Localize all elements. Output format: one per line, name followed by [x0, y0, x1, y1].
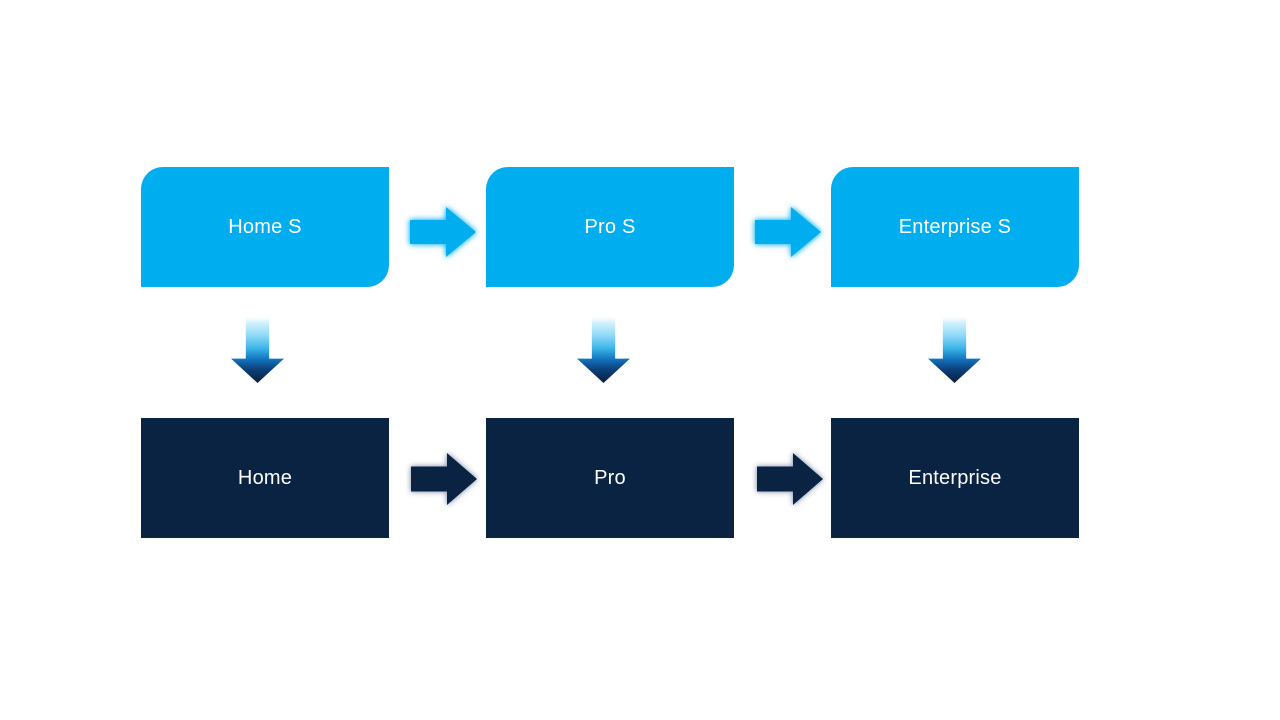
node-enterprise: Enterprise: [831, 418, 1079, 538]
right-arrow-shape: [411, 453, 477, 505]
right-arrow-icon: [411, 453, 477, 505]
node-enterprise-s-label: Enterprise S: [898, 215, 1012, 238]
node-pro: Pro: [486, 418, 734, 538]
node-enterprise-s: Enterprise S: [831, 167, 1079, 287]
node-pro-s: Pro S: [486, 167, 734, 287]
down-arrow-icon: [577, 317, 630, 383]
node-home: Home: [141, 418, 389, 538]
node-home-s: Home S: [141, 167, 389, 287]
right-arrow-icon: [410, 207, 476, 257]
node-pro-label: Pro: [594, 466, 626, 489]
node-home-s-label: Home S: [228, 215, 302, 238]
down-arrow-icon: [928, 317, 981, 383]
down-arrow-icon: [231, 317, 284, 383]
node-home-label: Home: [237, 466, 293, 489]
right-arrow-shape: [757, 453, 823, 505]
right-arrow-icon: [757, 453, 823, 505]
right-arrow-shape: [755, 207, 821, 257]
right-arrow-shape: [410, 207, 476, 257]
node-pro-s-label: Pro S: [584, 215, 636, 238]
right-arrow-icon: [755, 207, 821, 257]
node-enterprise-label: Enterprise: [908, 466, 1002, 489]
